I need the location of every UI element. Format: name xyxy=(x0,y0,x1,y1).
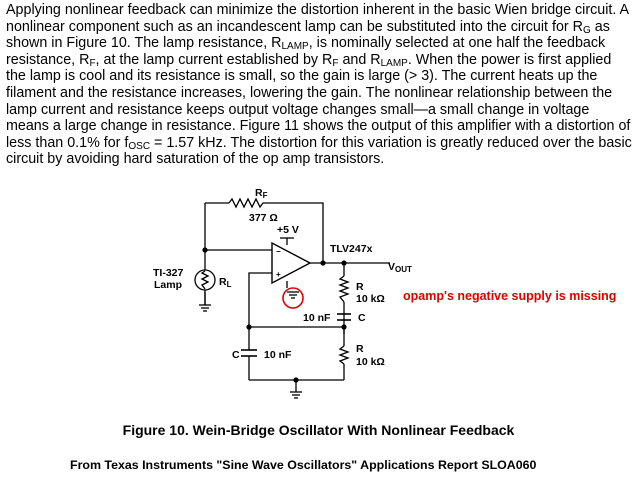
text-run: = 1.57 kHz. The distortion for this vari… xyxy=(6,134,632,168)
text-run: and R xyxy=(338,51,381,68)
ground-symbol-lamp xyxy=(199,292,211,312)
subscript: LAMP xyxy=(281,41,309,53)
capacitor-upper-symbol xyxy=(337,313,351,321)
text-run: as shown in Figure 10. The lamp resistan… xyxy=(6,18,610,52)
figure-caption: Figure 10. Wein-Bridge Oscillator With N… xyxy=(122,422,515,438)
opamp-inverting-label: − xyxy=(276,247,281,256)
subscript: F xyxy=(89,57,96,69)
circuit-schematic: − + RF 377 Ω +5 V TLV247x VOUT TI-327 La… xyxy=(153,187,616,399)
c-lower-value: 10 nF xyxy=(264,349,292,361)
circuit-junctions xyxy=(202,247,347,383)
subscript: OSC xyxy=(128,140,151,152)
output-label: VOUT xyxy=(388,261,412,274)
r-upper-value: 10 kΩ xyxy=(356,293,385,305)
subscript: LAMP xyxy=(380,57,408,69)
supply-label: +5 V xyxy=(277,224,299,236)
subscript: G xyxy=(582,24,591,36)
resistor-rf-symbol xyxy=(228,197,265,209)
text-run: Applying nonlinear feedback can minimize… xyxy=(6,2,629,35)
opamp-symbol xyxy=(271,241,312,285)
text-run: , at the lamp current established by R xyxy=(95,51,333,68)
opamp-noninverting-label: + xyxy=(276,270,281,279)
lamp-label-1: TI-327 xyxy=(153,267,184,279)
subscript: F xyxy=(332,57,339,69)
rl-label: RL xyxy=(219,276,232,289)
body-paragraph: Applying nonlinear feedback can minimize… xyxy=(6,2,634,168)
r-lower-label: R xyxy=(356,343,364,355)
c-lower-label: C xyxy=(232,349,240,361)
text-run: . When the power is first applied the la… xyxy=(6,51,631,151)
missing-supply-marker xyxy=(282,287,304,309)
opamp-name: TLV247x xyxy=(330,243,373,255)
lamp-label-2: Lamp xyxy=(154,279,182,291)
resistor-upper-symbol xyxy=(338,275,350,303)
capacitor-lower-symbol xyxy=(241,346,257,362)
text-run: , is nominally selected at one half the … xyxy=(6,35,606,68)
r-upper-label: R xyxy=(356,281,364,293)
source-credit: From Texas Instruments "Sine Wave Oscill… xyxy=(70,458,537,472)
rf-value: 377 Ω xyxy=(249,212,278,224)
resistor-lower-symbol xyxy=(338,345,350,365)
missing-supply-annotation: opamp's negative supply is missing xyxy=(403,289,616,303)
c-upper-value: 10 nF xyxy=(303,312,331,324)
rf-label: RF xyxy=(255,187,268,200)
r-lower-value: 10 kΩ xyxy=(356,356,385,368)
lamp-symbol xyxy=(194,269,216,291)
ground-symbol-bottom xyxy=(290,391,302,399)
c-upper-label: C xyxy=(358,312,366,324)
